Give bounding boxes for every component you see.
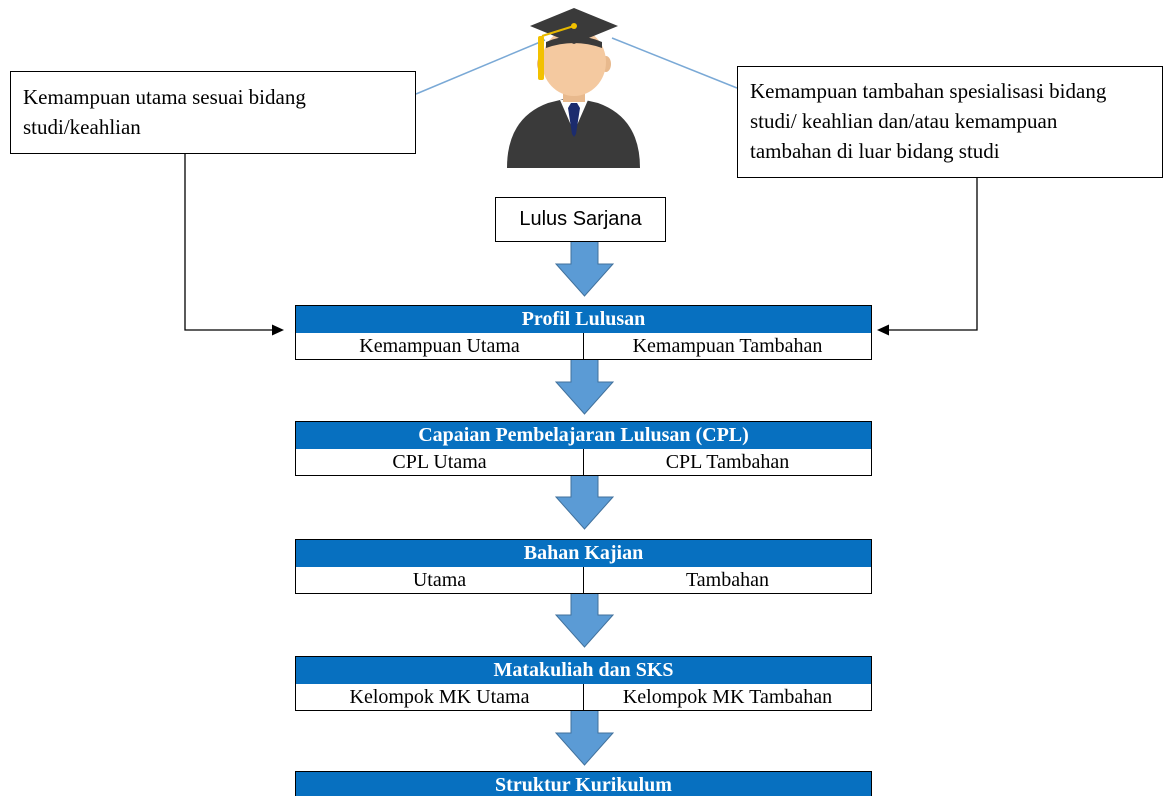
graduate-status-label: Lulus Sarjana — [519, 208, 642, 230]
stage-struktur-kurikulum: Struktur Kurikulum — [295, 771, 872, 796]
stage-row: Kemampuan Utama Kemampuan Tambahan — [296, 333, 871, 359]
stage-cell-right: CPL Tambahan — [583, 449, 871, 475]
stage-title: Profil Lulusan — [296, 306, 871, 333]
stage-row: CPL Utama CPL Tambahan — [296, 449, 871, 475]
graduate-avatar-icon — [507, 8, 640, 168]
flow-arrow-5 — [554, 709, 615, 766]
main-competence-note-text: Kemampuan utama sesuai bidang studi/keah… — [23, 85, 306, 139]
flow-arrow-2 — [554, 358, 615, 415]
stage-title: Struktur Kurikulum — [296, 772, 871, 796]
stage-title: Bahan Kajian — [296, 540, 871, 567]
stage-bahan-kajian: Bahan Kajian Utama Tambahan — [295, 539, 872, 594]
stage-profil-lulusan: Profil Lulusan Kemampuan Utama Kemampuan… — [295, 305, 872, 360]
down-arrow-icon — [554, 240, 615, 297]
stage-title: Capaian Pembelajaran Lulusan (CPL) — [296, 422, 871, 449]
right-elbow-connector — [886, 178, 978, 331]
left-connector-arrowhead — [272, 324, 284, 336]
additional-competence-line-2: studi/ keahlian dan/atau kemampuan — [750, 109, 1058, 133]
flow-arrow-3 — [554, 473, 615, 530]
down-arrow-icon — [554, 358, 615, 415]
stage-cell-right: Kelompok MK Tambahan — [583, 684, 871, 710]
flow-arrow-4 — [554, 591, 615, 648]
left-elbow-connector — [184, 154, 282, 331]
graduate-status-box: Lulus Sarjana — [495, 197, 666, 242]
cap-to-right-note-line — [611, 37, 738, 89]
stage-row: Kelompok MK Utama Kelompok MK Tambahan — [296, 684, 871, 710]
stage-cell-right: Kemampuan Tambahan — [583, 333, 871, 359]
cap-to-left-note-line — [415, 39, 546, 95]
stage-cell-left: Kemampuan Utama — [359, 335, 520, 357]
down-arrow-icon — [554, 473, 615, 530]
additional-competence-line-3: tambahan di luar bidang studi — [750, 139, 1000, 163]
down-arrow-icon — [554, 591, 615, 648]
additional-competence-note: Kemampuan tambahan spesialisasi bidang s… — [737, 66, 1163, 178]
stage-title: Matakuliah dan SKS — [296, 657, 871, 684]
stage-matakuliah-sks: Matakuliah dan SKS Kelompok MK Utama Kel… — [295, 656, 872, 711]
right-connector-arrowhead — [877, 324, 889, 336]
stage-cell-left: Utama — [412, 569, 467, 591]
main-competence-note: Kemampuan utama sesuai bidang studi/keah… — [10, 71, 416, 154]
stage-cell-left: CPL Utama — [392, 451, 487, 473]
flow-arrow-1 — [554, 240, 615, 297]
stage-cpl: Capaian Pembelajaran Lulusan (CPL) CPL U… — [295, 421, 872, 476]
stage-row: Utama Tambahan — [296, 567, 871, 593]
down-arrow-icon — [554, 709, 615, 766]
stage-cell-left: Kelompok MK Utama — [349, 686, 530, 708]
additional-competence-line-1: Kemampuan tambahan spesialisasi bidang — [750, 79, 1107, 103]
stage-cell-right: Tambahan — [583, 567, 871, 593]
